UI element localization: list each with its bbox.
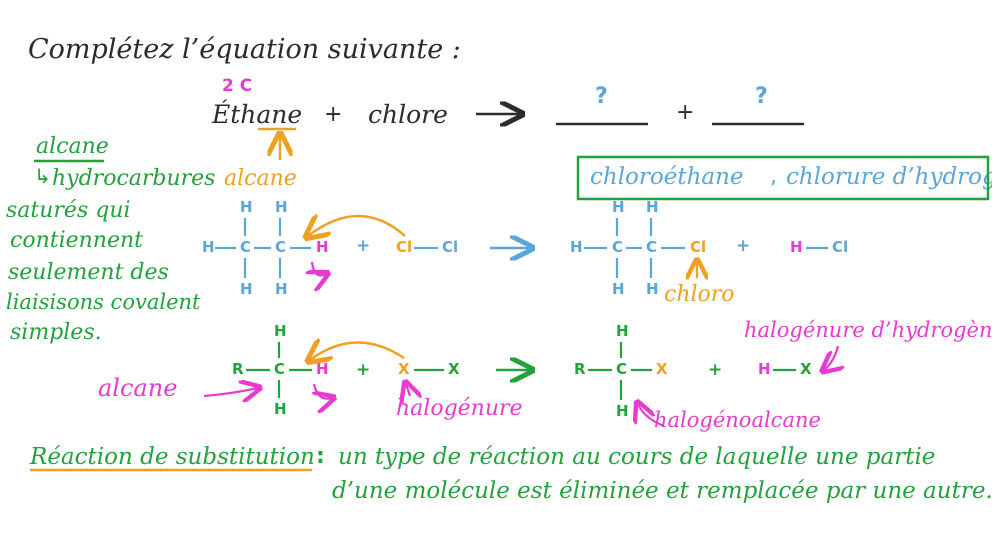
alcane-label-arrow	[203, 388, 258, 396]
equation-plus-2: +	[676, 100, 695, 125]
answer-hydrogen-chloride: chlorure d’hydrogène	[786, 164, 992, 190]
r1p-cl: Cl	[690, 238, 707, 256]
r2p-h-top: H	[616, 322, 629, 340]
r2-halogenure-label: halogénure	[396, 396, 523, 421]
r2p-x: X	[656, 360, 668, 378]
r2p-c: C	[616, 360, 628, 378]
halogenoalcane-arrow	[638, 404, 665, 428]
reaction1-leave-curve	[312, 261, 326, 276]
halogenure-hydrogene-arrow	[824, 345, 838, 370]
r1-c-left: C	[240, 238, 252, 256]
blank-product-2: ?	[755, 84, 768, 109]
r2-c: C	[274, 360, 286, 378]
carbon-count-note: 2 C	[222, 76, 253, 96]
r2p-x-of-hx: X	[800, 360, 812, 378]
definition-arrow-icon: ↳	[34, 164, 51, 188]
reactant-ethane: Éthane	[212, 100, 303, 129]
definition-term: alcane	[36, 134, 109, 159]
substitution-line-1: un type de réaction au cours de laquelle…	[338, 444, 936, 470]
r1p-h-bottom-left: H	[612, 280, 625, 298]
r1-h-top-left: H	[240, 198, 253, 216]
r2-halogenoalcane-label: halogénoalcane	[654, 408, 821, 432]
definition-line-6: simples.	[10, 320, 102, 345]
r1p-h-left: H	[570, 238, 583, 256]
definition-line-5: liaisisons covalent	[6, 290, 201, 314]
r1-plus-1: +	[356, 236, 371, 256]
r1p-h-top-right: H	[646, 198, 659, 216]
r1-h-bottom-right: H	[275, 280, 288, 298]
r2-h-bottom: H	[274, 400, 287, 418]
definition-line-3: contiennent	[10, 228, 143, 253]
reaction2-attack-curve	[310, 342, 405, 360]
answer-chloroethane: chloroéthane	[590, 164, 744, 190]
r1p-c-left: C	[612, 238, 624, 256]
definition-line-1: hydrocarbures	[52, 166, 216, 191]
reactant-chlorine: chlore	[368, 100, 448, 129]
r1p-c-right: C	[646, 238, 658, 256]
blank-product-1: ?	[595, 84, 608, 109]
definition-line-2: saturés qui	[6, 198, 131, 223]
substitution-line-2: d’une molécule est éliminée et remplacée…	[332, 478, 992, 504]
r2-plus-2: +	[708, 360, 723, 380]
halogenure-label-arrow	[406, 384, 410, 396]
definition-line-4: seulement des	[8, 260, 169, 285]
r2-plus-1: +	[356, 360, 371, 380]
r1-c-right: C	[275, 238, 287, 256]
alkane-note: alcane	[224, 166, 297, 191]
r2p-r: R	[574, 360, 586, 378]
r1p-h-bottom-right: H	[646, 280, 659, 298]
r1-h-substituted: H	[316, 238, 329, 256]
substitution-term: Réaction de substitution	[30, 444, 315, 470]
r1-h-left: H	[202, 238, 215, 256]
r1p-h-of-hcl: H	[790, 238, 803, 256]
page-title: Complétez l’équation suivante :	[28, 34, 461, 65]
r1-h-top-right: H	[275, 198, 288, 216]
r2p-h-of-hx: H	[758, 360, 771, 378]
substitution-colon: :	[316, 444, 325, 469]
equation-plus-1: +	[324, 102, 343, 127]
r2-x-leaving: X	[448, 360, 460, 378]
reaction2-leave-curve	[314, 383, 332, 399]
reaction1-attack-curve	[308, 216, 406, 236]
r2-x-attacking: X	[398, 360, 410, 378]
chloro-label: chloro	[664, 282, 735, 307]
r1-cl-leaving: Cl	[442, 238, 459, 256]
r1-cl-attacking: Cl	[396, 238, 413, 256]
r1p-h-top-left: H	[612, 198, 625, 216]
r2-r: R	[232, 360, 244, 378]
r1-plus-2: +	[736, 236, 751, 256]
r1p-cl-of-hcl: Cl	[832, 238, 849, 256]
answer-separator: ,	[770, 164, 777, 189]
r2p-h-bottom: H	[616, 402, 629, 420]
answer-box	[576, 155, 990, 201]
r2-alcane-label: alcane	[98, 374, 178, 402]
r2-halogenure-hydrogene-label: halogénure d’hydrogène	[744, 318, 992, 342]
r2-h-top: H	[274, 322, 287, 340]
r1-h-bottom-left: H	[240, 280, 253, 298]
